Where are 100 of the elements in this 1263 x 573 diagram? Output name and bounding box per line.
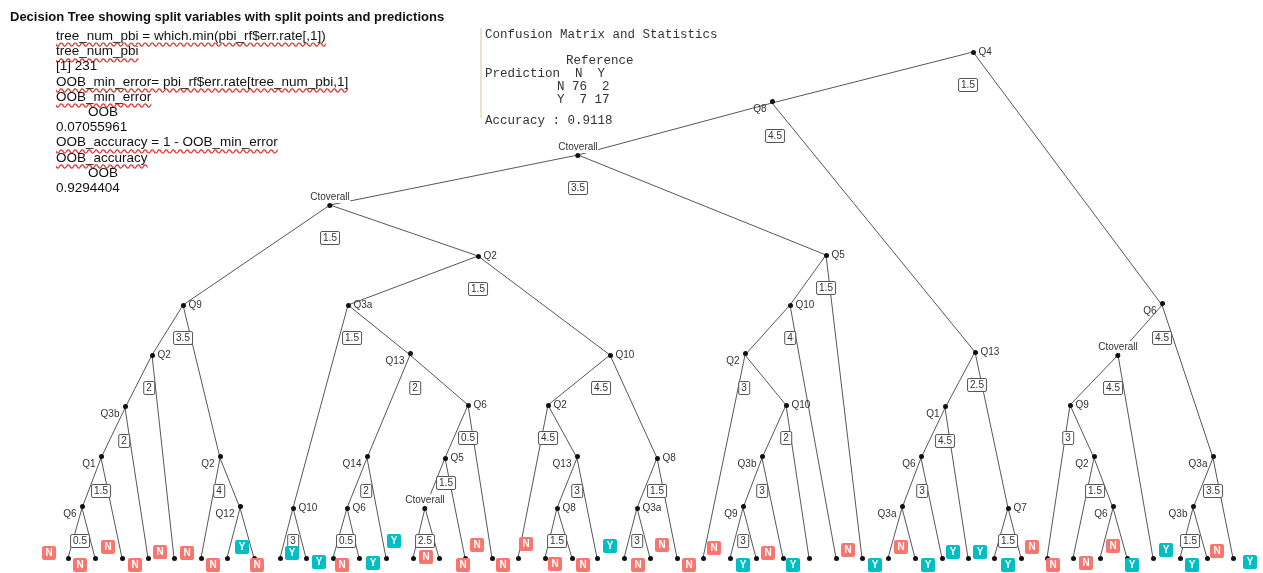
split-variable: Q2 bbox=[201, 458, 215, 470]
prediction-label: N bbox=[456, 558, 470, 572]
prediction-label: N bbox=[73, 558, 87, 572]
tree-branch bbox=[1212, 457, 1234, 559]
code-line: 0.9294404 bbox=[56, 180, 120, 196]
split-value: 0.5 bbox=[336, 534, 356, 548]
split-variable: Q10 bbox=[298, 502, 318, 514]
console-output-line: Accuracy : 0.9118 bbox=[485, 114, 613, 128]
prediction-label: N bbox=[1210, 544, 1224, 558]
tree-branch bbox=[1072, 457, 1095, 559]
split-variable: Q14 bbox=[342, 458, 362, 470]
code-line: 0.07055961 bbox=[56, 119, 128, 136]
prediction-label: Y bbox=[973, 545, 987, 559]
prediction-label: Y bbox=[235, 540, 249, 554]
split-variable: Q2 bbox=[157, 349, 171, 361]
prediction-label: N bbox=[1106, 539, 1120, 553]
tree-branch bbox=[920, 457, 943, 559]
prediction-label: N bbox=[206, 558, 220, 572]
split-variable: Q3b bbox=[100, 408, 120, 420]
split-variable: Q2 bbox=[1075, 458, 1089, 470]
split-variable: Q8 bbox=[662, 452, 676, 464]
prediction-label: N bbox=[761, 546, 775, 560]
tree-branch bbox=[100, 457, 123, 559]
console-output-line: Confusion Matrix and Statistics bbox=[485, 28, 718, 42]
split-value: 1.5 bbox=[342, 331, 362, 345]
split-value: 1.5 bbox=[1180, 534, 1200, 548]
split-variable: Q6 bbox=[352, 502, 366, 514]
split-value: 4.5 bbox=[765, 129, 785, 143]
split-variable: Ctoverall bbox=[557, 140, 599, 153]
split-variable: Q5 bbox=[450, 452, 464, 464]
split-value: 0.5 bbox=[70, 534, 90, 548]
split-variable: Q13 bbox=[980, 346, 1000, 358]
code-line: OOB_min_error bbox=[56, 88, 152, 105]
split-value: 3 bbox=[1062, 431, 1074, 445]
split-value: 3.5 bbox=[1203, 484, 1223, 498]
prediction-label: Y bbox=[387, 534, 401, 548]
tree-branch bbox=[67, 507, 83, 559]
prediction-label: N bbox=[180, 546, 194, 560]
prediction-label: N bbox=[707, 541, 721, 555]
prediction-label: Y bbox=[946, 545, 960, 559]
split-value: 3 bbox=[738, 381, 750, 395]
prediction-label: N bbox=[519, 537, 533, 551]
split-variable: Q3b bbox=[1168, 508, 1188, 520]
prediction-label: Y bbox=[603, 539, 617, 553]
split-variable: Q9 bbox=[1075, 399, 1089, 411]
prediction-label: Y bbox=[868, 558, 882, 572]
code-line: OOB_accuracy = 1 - OOB_min_error bbox=[56, 134, 278, 151]
prediction-label: N bbox=[576, 558, 590, 572]
split-variable: Q5 bbox=[831, 249, 845, 261]
split-variable: Q6 bbox=[473, 399, 487, 411]
split-variable: Q4 bbox=[978, 46, 992, 58]
split-value: 2.5 bbox=[415, 534, 435, 548]
tree-branch bbox=[702, 354, 746, 559]
prediction-label: Y bbox=[736, 558, 750, 572]
split-variable: Q1 bbox=[82, 458, 96, 470]
split-value: 2 bbox=[780, 431, 792, 445]
split-variable: Q9 bbox=[724, 508, 738, 520]
tree-branch bbox=[1112, 507, 1128, 559]
split-value: 4.5 bbox=[1152, 331, 1172, 345]
prediction-label: Y bbox=[786, 558, 800, 572]
split-variable: Q7 bbox=[1013, 502, 1027, 514]
console-output-line: Y 7 17 bbox=[557, 93, 610, 107]
split-value: 2 bbox=[118, 434, 130, 448]
prediction-label: Y bbox=[285, 546, 299, 560]
prediction-label: N bbox=[335, 558, 349, 572]
split-value: 2 bbox=[143, 381, 155, 395]
split-variable: Q9 bbox=[188, 299, 202, 311]
split-value: 1.5 bbox=[468, 282, 488, 296]
prediction-label: N bbox=[128, 558, 142, 572]
split-value: 1.5 bbox=[436, 476, 456, 490]
tree-branch bbox=[576, 457, 598, 559]
prediction-label: N bbox=[496, 558, 510, 572]
split-value: 3 bbox=[756, 484, 768, 498]
prediction-label: N bbox=[841, 543, 855, 557]
tree-branch bbox=[346, 457, 368, 509]
split-variable: Q6 bbox=[63, 508, 77, 520]
split-value: 3.5 bbox=[568, 181, 588, 195]
split-variable: Q13 bbox=[385, 355, 405, 367]
split-variable: Ctoverall bbox=[1097, 340, 1139, 353]
split-variable: Q3b bbox=[737, 458, 757, 470]
code-line: OOB bbox=[88, 164, 118, 181]
split-value: 4.5 bbox=[538, 431, 558, 445]
split-variable: Q10 bbox=[791, 399, 811, 411]
prediction-label: N bbox=[894, 540, 908, 554]
split-value: 4 bbox=[784, 331, 796, 345]
console-output-line: Reference bbox=[566, 54, 634, 68]
split-value: 3.5 bbox=[173, 331, 193, 345]
split-variable: Q3a bbox=[877, 508, 897, 520]
tree-branch bbox=[1192, 507, 1208, 559]
split-value: 3 bbox=[631, 534, 643, 548]
split-variable: Q3a bbox=[353, 299, 373, 311]
split-value: 1.5 bbox=[91, 484, 111, 498]
prediction-label: N bbox=[655, 538, 669, 552]
split-value: 0.5 bbox=[458, 431, 478, 445]
split-value: 1.5 bbox=[816, 281, 836, 295]
prediction-label: Y bbox=[1159, 543, 1173, 557]
split-variable: Q10 bbox=[615, 349, 635, 361]
split-value: 1.5 bbox=[998, 534, 1018, 548]
tree-branch bbox=[944, 407, 969, 559]
split-variable: Q3a bbox=[1188, 458, 1208, 470]
